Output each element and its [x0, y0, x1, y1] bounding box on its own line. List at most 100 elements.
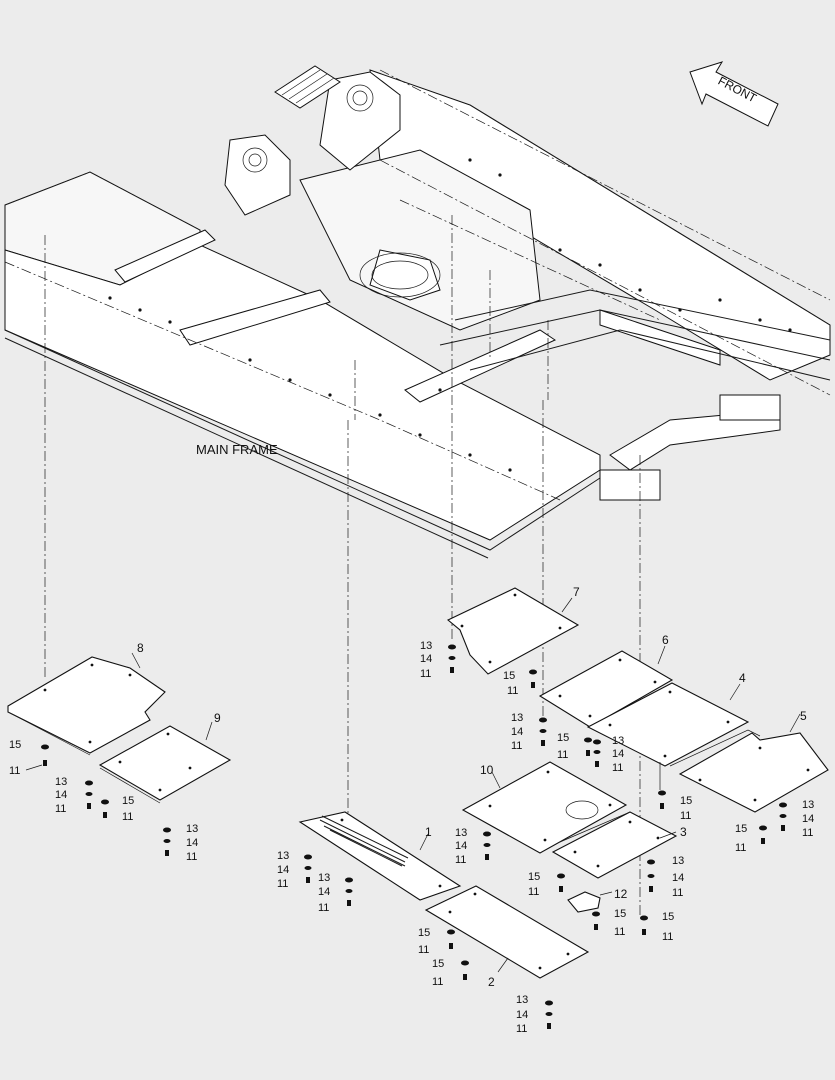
svg-text:13: 13	[318, 872, 330, 884]
svg-text:11: 11	[511, 740, 522, 752]
svg-text:14: 14	[277, 864, 289, 876]
svg-text:14: 14	[672, 872, 684, 884]
svg-text:13: 13	[455, 827, 467, 839]
svg-text:13: 13	[420, 640, 432, 652]
svg-text:13: 13	[511, 712, 523, 724]
svg-text:11: 11	[420, 668, 431, 680]
plate-9: 9	[98, 711, 232, 804]
plate-6: 6	[538, 633, 674, 728]
part-label-6: 6	[662, 633, 669, 647]
swing-bearing-ring	[359, 252, 441, 298]
plate-12: 12	[567, 887, 628, 913]
part-label-4: 4	[739, 671, 746, 685]
svg-text:11: 11	[455, 854, 466, 866]
main-frame-label: MAIN FRAME	[196, 442, 278, 457]
plate-3: 3	[551, 811, 687, 879]
svg-text:14: 14	[318, 886, 330, 898]
hardware-stack-plate-12: 15 11	[592, 908, 626, 938]
svg-text:11: 11	[672, 887, 683, 899]
part-label-1: 1	[425, 825, 432, 839]
svg-text:11: 11	[9, 765, 20, 777]
part-label-3: 3	[680, 825, 687, 839]
svg-text:15: 15	[735, 823, 747, 835]
plate-4: 4	[586, 671, 750, 767]
svg-text:13: 13	[672, 855, 684, 867]
svg-text:11: 11	[516, 1023, 527, 1035]
hardware-stack-plate-2-a: 15 11	[418, 927, 455, 956]
svg-text:15: 15	[122, 795, 134, 807]
boom-bracket-rear	[319, 71, 401, 171]
hardware-stack-plate-10: 13 14 11	[455, 827, 491, 866]
svg-text:11: 11	[557, 749, 568, 761]
svg-text:11: 11	[612, 762, 623, 774]
svg-text:11: 11	[186, 851, 197, 863]
rear-mount-left	[599, 469, 661, 501]
part-label-10: 10	[480, 763, 494, 777]
plate-1: 1	[298, 811, 462, 901]
hardware-stack-plate-1-b: 13 14 11	[318, 872, 353, 914]
part-label-5: 5	[800, 709, 807, 723]
svg-text:15: 15	[418, 927, 430, 939]
main-frame-drawing	[4, 65, 831, 559]
plate-7: 7	[446, 585, 580, 675]
svg-text:11: 11	[735, 842, 746, 854]
svg-text:11: 11	[55, 803, 66, 815]
hardware-stack-plate-6-a: 13 14 11	[511, 712, 547, 752]
svg-text:13: 13	[612, 735, 624, 747]
svg-text:15: 15	[662, 911, 674, 923]
svg-text:14: 14	[186, 837, 198, 849]
rear-mount-right	[719, 394, 781, 421]
boom-bracket-front	[224, 134, 291, 216]
part-label-2: 2	[488, 975, 495, 989]
hardware-stack-plate-5-c: 15 11	[735, 823, 767, 854]
svg-text:15: 15	[528, 871, 540, 883]
svg-text:11: 11	[614, 926, 625, 938]
hardware-stack-plate-8: 15 11	[9, 739, 49, 777]
plate-8: 8	[7, 641, 166, 756]
svg-text:11: 11	[418, 944, 429, 956]
svg-text:11: 11	[432, 976, 443, 988]
svg-text:15: 15	[680, 795, 692, 807]
hardware-stack-plate-7-a: 13 14 11	[420, 640, 456, 680]
plate-5: 5	[669, 709, 829, 813]
svg-text:11: 11	[277, 878, 288, 890]
frame-center-box	[299, 149, 541, 331]
svg-text:13: 13	[802, 799, 814, 811]
part-label-8: 8	[137, 641, 144, 655]
plate-2: 2	[424, 885, 590, 989]
hardware-stack-plate-5-b: 13 14 11	[779, 799, 814, 839]
svg-text:15: 15	[432, 958, 444, 970]
svg-text:14: 14	[455, 840, 467, 852]
hardware-stack-plate-9-b: 13 14 11	[163, 823, 198, 863]
hardware-stack-plate-1-a: 13 14 11	[277, 850, 312, 890]
hardware-stack-plate-7-b: 15 11	[503, 669, 537, 697]
svg-text:15: 15	[557, 732, 569, 744]
svg-text:13: 13	[516, 994, 528, 1006]
svg-text:11: 11	[318, 902, 329, 914]
hardware-stack-plate-6-b: 15 11	[557, 732, 592, 761]
svg-text:13: 13	[55, 776, 67, 788]
svg-text:15: 15	[9, 739, 21, 751]
part-label-7: 7	[573, 585, 580, 599]
hardware-stack-left-a: 13 14 11	[55, 776, 93, 815]
svg-text:13: 13	[186, 823, 198, 835]
hardware-stack-plate-5-a: 15 11	[658, 762, 692, 822]
svg-text:11: 11	[528, 886, 539, 898]
part-label-9: 9	[214, 711, 221, 725]
frame-bolt-holes	[108, 158, 792, 472]
hardware-stack-plate-3-b: 13 14 11	[647, 855, 684, 899]
svg-text:11: 11	[680, 810, 691, 822]
svg-text:14: 14	[612, 748, 624, 760]
svg-text:14: 14	[516, 1009, 528, 1021]
svg-text:11: 11	[507, 685, 518, 697]
plate-10: 10	[461, 761, 628, 854]
svg-text:15: 15	[614, 908, 626, 920]
svg-text:15: 15	[503, 670, 515, 682]
hardware-stack-plate-4-a: 13 14 11	[593, 735, 624, 774]
svg-text:14: 14	[802, 813, 814, 825]
hardware-stack-plate-9-a: 15 11	[101, 795, 134, 823]
svg-text:14: 14	[55, 789, 67, 801]
svg-text:14: 14	[420, 653, 432, 665]
